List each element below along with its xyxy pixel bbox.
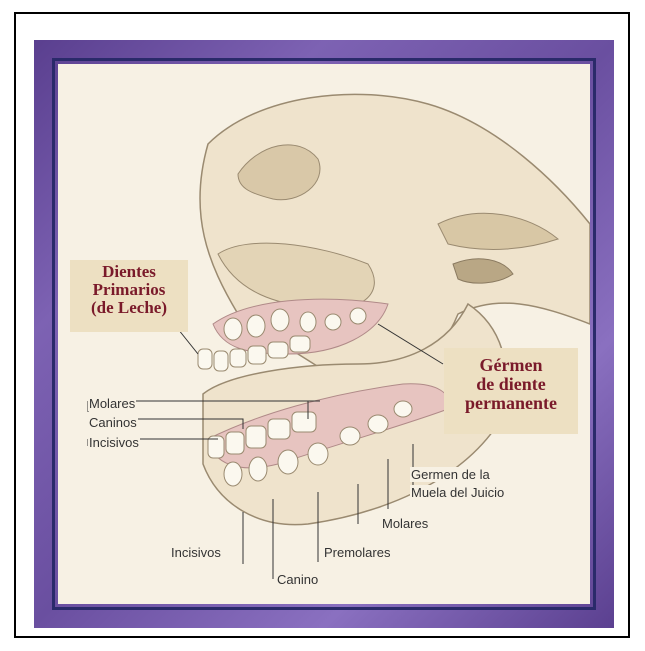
label-premolares: Premolares — [323, 545, 391, 560]
permanent-germ-line-2: de diente — [444, 375, 578, 394]
jaw-illustration: Dientes Primarios (de Leche) Gérmen de d… — [58, 64, 590, 604]
label-molares-lower: Molares — [381, 516, 429, 531]
skull-drawing — [58, 64, 590, 604]
primary-teeth-label: Dientes Primarios (de Leche) — [70, 260, 188, 332]
permanent-germ-line-1: Gérmen — [444, 356, 578, 375]
label-germen-line-1: Germen de la — [410, 467, 491, 482]
label-caninos: Caninos — [88, 415, 138, 430]
primary-teeth-line-1: Dientes — [70, 263, 188, 281]
primary-teeth-line-2: Primarios — [70, 281, 188, 299]
permanent-germ-label: Gérmen de diente permanente — [444, 348, 578, 434]
label-canino: Canino — [276, 572, 319, 587]
label-incisivos-upper: Incisivos — [88, 435, 140, 450]
permanent-germ-line-3: permanente — [444, 394, 578, 413]
primary-teeth-line-3: (de Leche) — [70, 299, 188, 317]
label-germen-line-2: Muela del Juicio — [410, 485, 505, 500]
label-molares-upper: Molares — [88, 396, 136, 411]
label-incisivos-lower: Incisivos — [170, 545, 222, 560]
